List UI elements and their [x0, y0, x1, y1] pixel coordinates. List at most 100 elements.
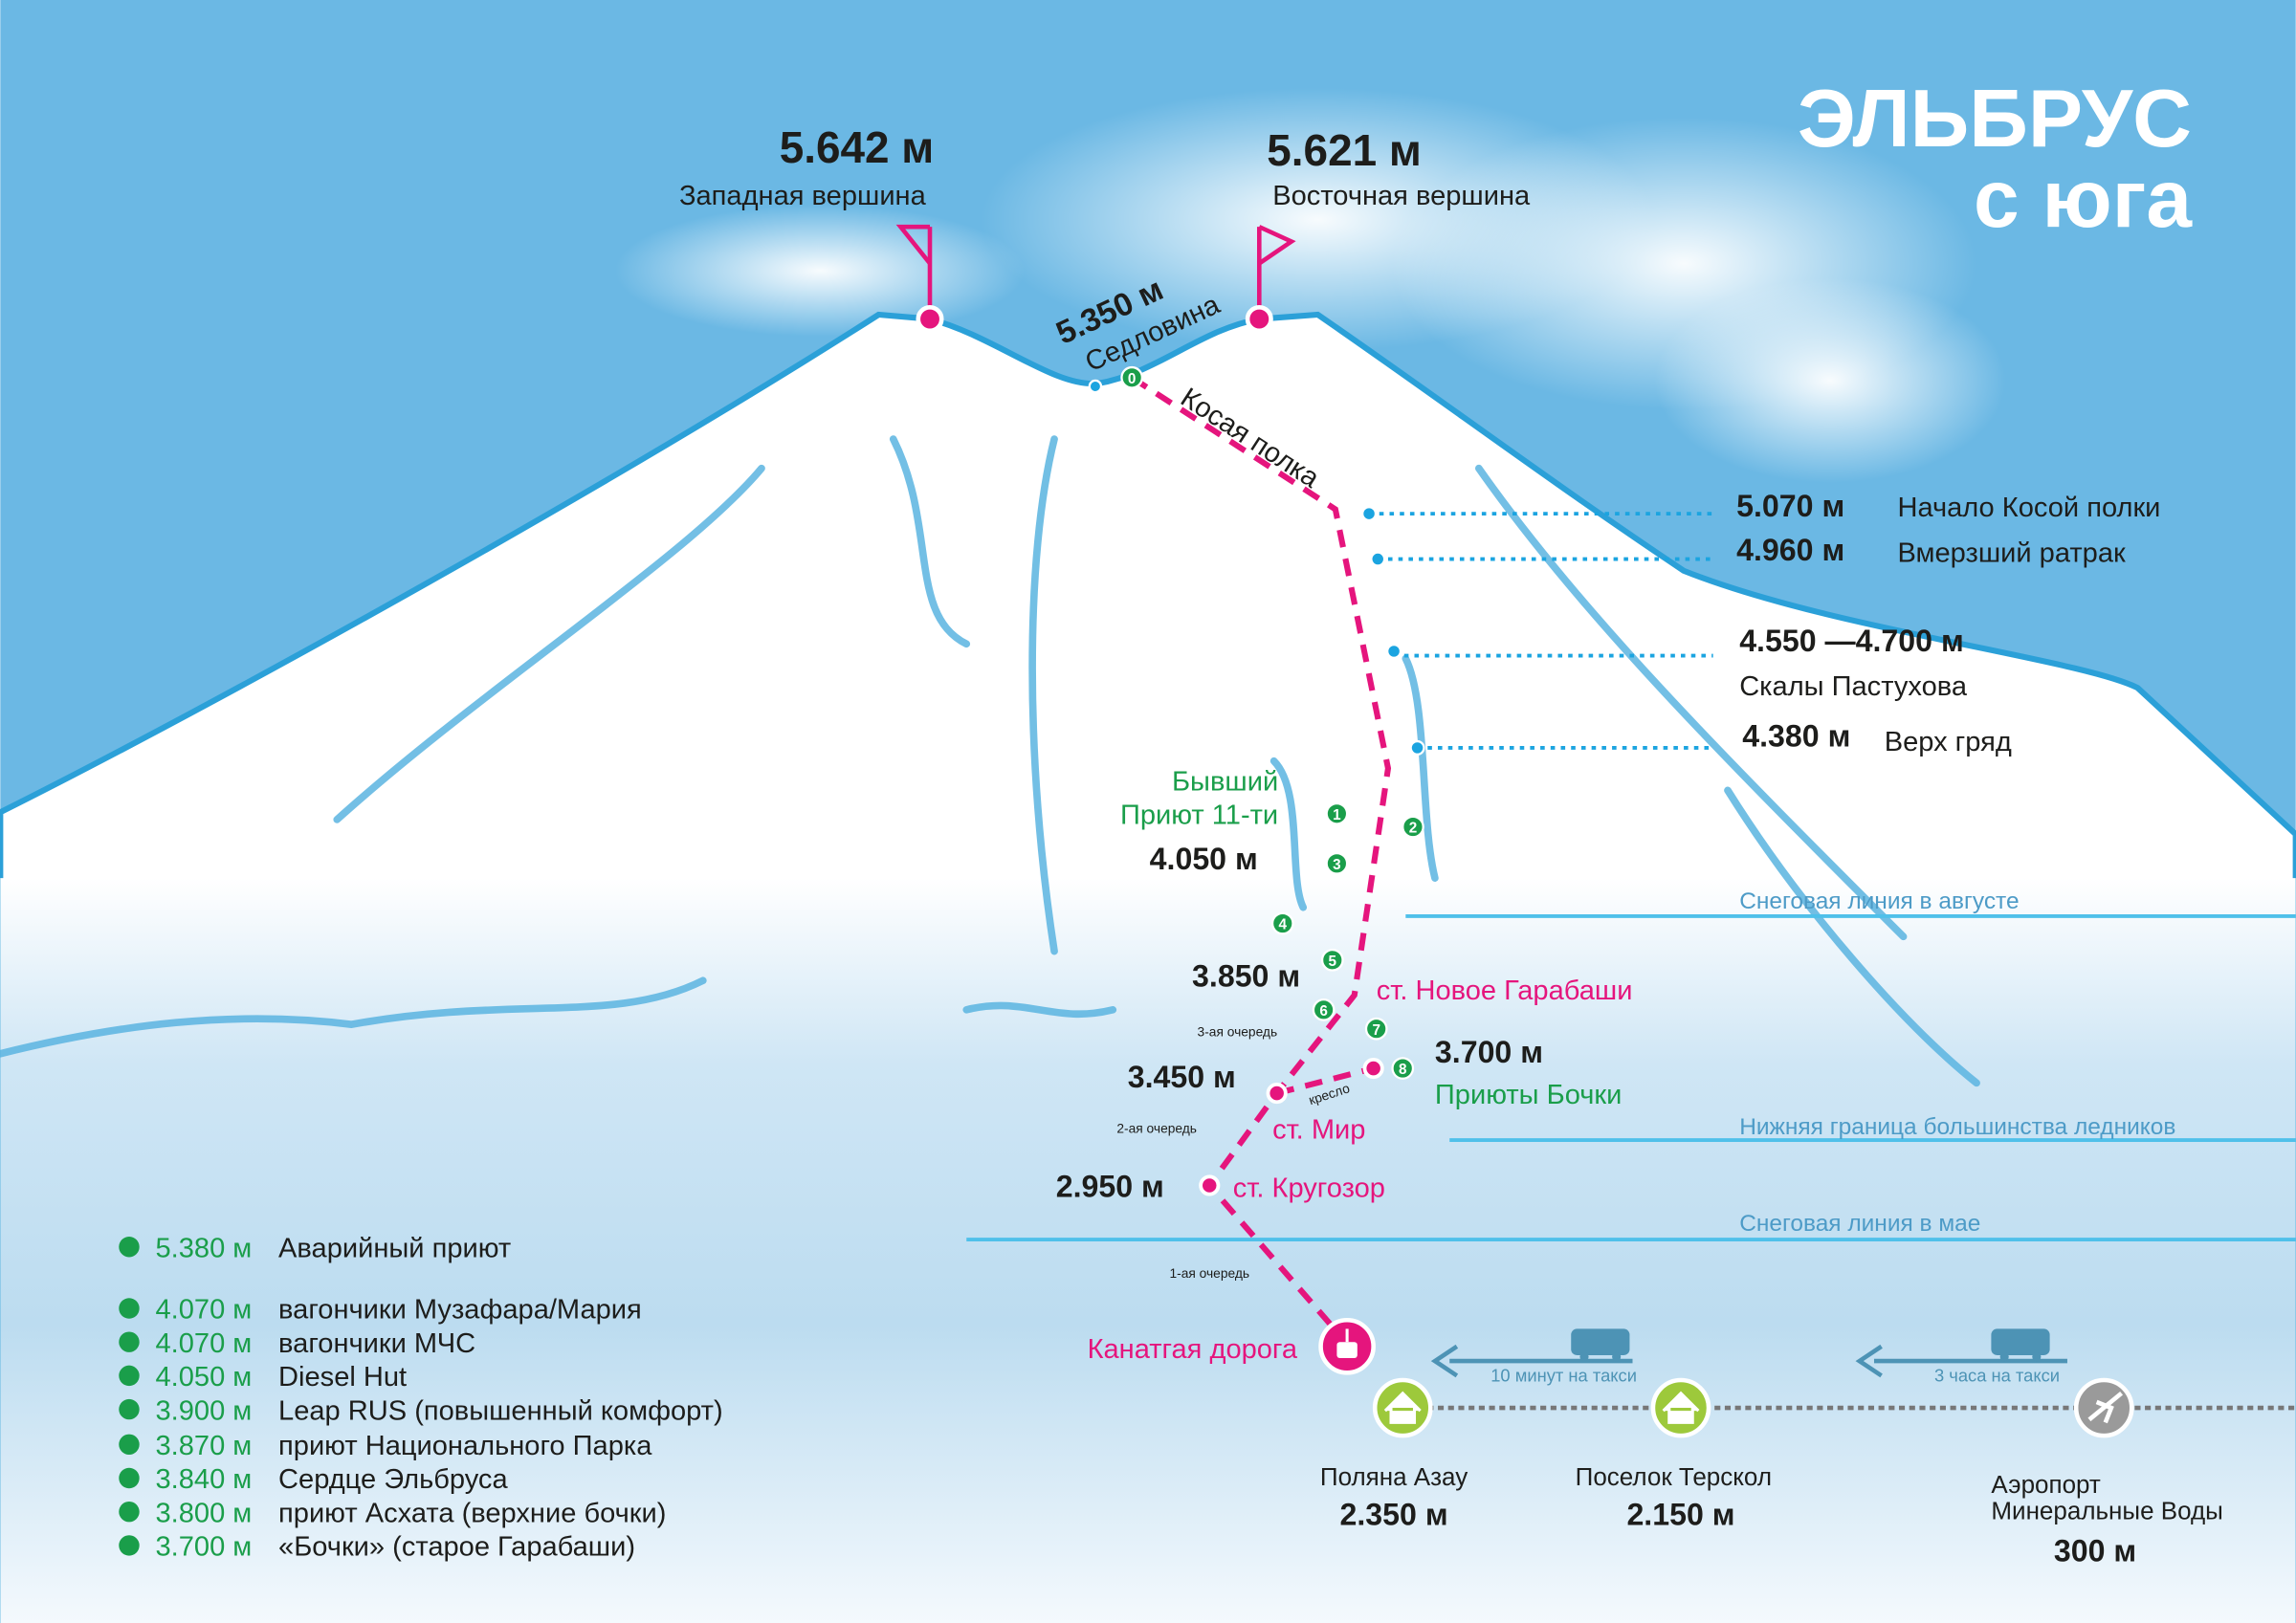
- clouds: [615, 87, 2006, 483]
- svg-text:1: 1: [1333, 807, 1341, 823]
- place-height: 300 м: [2054, 1534, 2136, 1568]
- station-name: ст. Кругозор: [1233, 1173, 1385, 1204]
- west-summit-name: Западная вершина: [679, 181, 927, 211]
- bochki-point: [1362, 1057, 1384, 1080]
- station-height: 3.850 м: [1192, 958, 1300, 993]
- saddle-point: [1088, 379, 1103, 394]
- svg-text:3.700 м: 3.700 м: [156, 1532, 253, 1563]
- hut-markers: 0 1 2 3 4 5 6 7 8: [1120, 365, 1424, 1080]
- legend-item: 4.070 м вагончики Музафара/Мария: [119, 1295, 642, 1326]
- svg-text:3.870 м: 3.870 м: [156, 1431, 253, 1461]
- svg-text:0: 0: [1128, 371, 1137, 387]
- hut-marker: 4: [1270, 911, 1294, 935]
- svg-text:3: 3: [1333, 857, 1341, 873]
- svg-text:6: 6: [1319, 1003, 1328, 1020]
- snow-line-may-label: Снеговая линия в мае: [1739, 1211, 1980, 1237]
- east-summit-name: Восточная вершина: [1272, 181, 1531, 211]
- point-name: Вмерзший ратрак: [1897, 538, 2126, 569]
- home-icon: [1650, 1377, 1711, 1438]
- place-name: Поселок Терскол: [1576, 1462, 1772, 1491]
- west-summit-height: 5.642 м: [780, 122, 935, 172]
- transfer-label: 3 часа на такси: [1934, 1366, 2060, 1386]
- arrow-left-icon: [1430, 1344, 1633, 1378]
- point-height: 4.380 м: [1742, 718, 1850, 753]
- station-mir-point: [1266, 1082, 1288, 1105]
- home-icon: [1372, 1377, 1433, 1438]
- svg-text:4: 4: [1279, 917, 1288, 933]
- svg-text:Leap RUS (повышенный комфорт): Leap RUS (повышенный комфорт): [278, 1395, 723, 1426]
- svg-text:3.800 м: 3.800 м: [156, 1498, 253, 1528]
- taxi-transfer: 10 минут на такси: [1430, 1328, 1637, 1386]
- west-summit: 5.642 м Западная вершина: [679, 122, 944, 334]
- legend-item: 3.700 м «Бочки» (старое Гарабаши): [119, 1532, 635, 1563]
- transfer-label: 10 минут на такси: [1490, 1366, 1637, 1386]
- svg-text:3.900 м: 3.900 м: [156, 1395, 253, 1426]
- svg-text:приют Национального Парка: приют Национального Парка: [278, 1431, 652, 1461]
- svg-text:Сердце Эльбруса: Сердце Эльбруса: [278, 1464, 508, 1495]
- arrow-left-icon: [1855, 1344, 2067, 1378]
- bus-icon: [1991, 1328, 2050, 1362]
- hut-marker: 7: [1364, 1017, 1388, 1041]
- glacier-line-label: Нижняя граница большинства ледников: [1739, 1114, 2175, 1140]
- hut-marker: 3: [1325, 851, 1349, 875]
- cable-car-icon: [1318, 1317, 1376, 1375]
- lift-third-label: 3-ая очередь: [1198, 1024, 1278, 1039]
- svg-text:7: 7: [1372, 1022, 1380, 1039]
- point-height: 4.550 —4.700 м: [1739, 624, 1964, 658]
- station-krugozor-point: [1199, 1174, 1221, 1196]
- svg-text:вагончики Музафара/Мария: вагончики Музафара/Мария: [278, 1295, 642, 1326]
- svg-text:приют Асхата (верхние бочки): приют Асхата (верхние бочки): [278, 1498, 666, 1528]
- hut-marker: 8: [1391, 1057, 1415, 1080]
- legend-item: 3.870 м приют Национального Парка: [119, 1431, 652, 1461]
- flag-icon: [895, 224, 932, 265]
- station-name: ст. Мир: [1272, 1115, 1365, 1146]
- bus-icon: [1571, 1328, 1630, 1362]
- point-name: Начало Косой полки: [1897, 493, 2160, 523]
- legend-item: 3.840 м Сердце Эльбруса: [119, 1464, 508, 1495]
- svg-text:2: 2: [1409, 821, 1418, 837]
- station-height: 2.950 м: [1056, 1170, 1164, 1204]
- snow-line-august-label: Снеговая линия в августе: [1739, 888, 2019, 914]
- place-height: 2.350 м: [1340, 1497, 1448, 1531]
- airplane-icon: [2073, 1377, 2134, 1438]
- glacier-cracks: [0, 435, 1980, 1087]
- bochki-name: Приюты Бочки: [1435, 1080, 1622, 1110]
- svg-text:Diesel Hut: Diesel Hut: [278, 1362, 407, 1393]
- priyut11-height: 4.050 м: [1150, 842, 1258, 876]
- right-points: [1369, 512, 1713, 750]
- point-height: 5.070 м: [1736, 489, 1844, 523]
- hut-marker: 2: [1402, 815, 1424, 839]
- priyut11-line1: Бывший: [1172, 766, 1278, 797]
- svg-text:«Бочки» (старое Гарабаши): «Бочки» (старое Гарабаши): [278, 1532, 635, 1563]
- station-name: ст. Новое Гарабаши: [1377, 976, 1633, 1006]
- point-height: 4.960 м: [1736, 533, 1844, 567]
- svg-text:вагончики МЧС: вагончики МЧС: [278, 1328, 475, 1359]
- svg-text:8: 8: [1399, 1062, 1407, 1078]
- chairlift-route: [1275, 1065, 1375, 1097]
- title-line1: ЭЛЬБРУС: [1798, 73, 2192, 164]
- place-height: 2.150 м: [1626, 1497, 1734, 1531]
- svg-text:4.050 м: 4.050 м: [156, 1362, 253, 1393]
- svg-text:4.070 м: 4.070 м: [156, 1295, 253, 1326]
- lowland: [0, 878, 2296, 1623]
- svg-text:Аварийный приют: Аварийный приют: [278, 1233, 511, 1263]
- bochki-height: 3.700 м: [1435, 1035, 1543, 1069]
- east-summit: 5.621 м Восточная вершина: [1245, 125, 1531, 334]
- svg-text:5: 5: [1329, 954, 1337, 970]
- legend-item: 3.900 м Leap RUS (повышенный комфорт): [119, 1395, 723, 1426]
- place-name: Аэропорт: [1991, 1470, 2101, 1499]
- lift-first-label: 1-ая очередь: [1169, 1266, 1249, 1281]
- station-height: 3.450 м: [1128, 1060, 1236, 1094]
- flag-icon: [1258, 225, 1296, 266]
- hut-marker: 6: [1312, 998, 1336, 1021]
- cable-car-label: Канатгая дорога: [1088, 1334, 1298, 1365]
- hut-marker: 1: [1325, 801, 1349, 825]
- point-name: Верх гряд: [1885, 727, 2012, 757]
- taxi-transfer: 3 часа на такси: [1855, 1328, 2067, 1386]
- legend-item: 4.050 м Diesel Hut: [119, 1362, 407, 1393]
- svg-text:3.840 м: 3.840 м: [156, 1464, 253, 1495]
